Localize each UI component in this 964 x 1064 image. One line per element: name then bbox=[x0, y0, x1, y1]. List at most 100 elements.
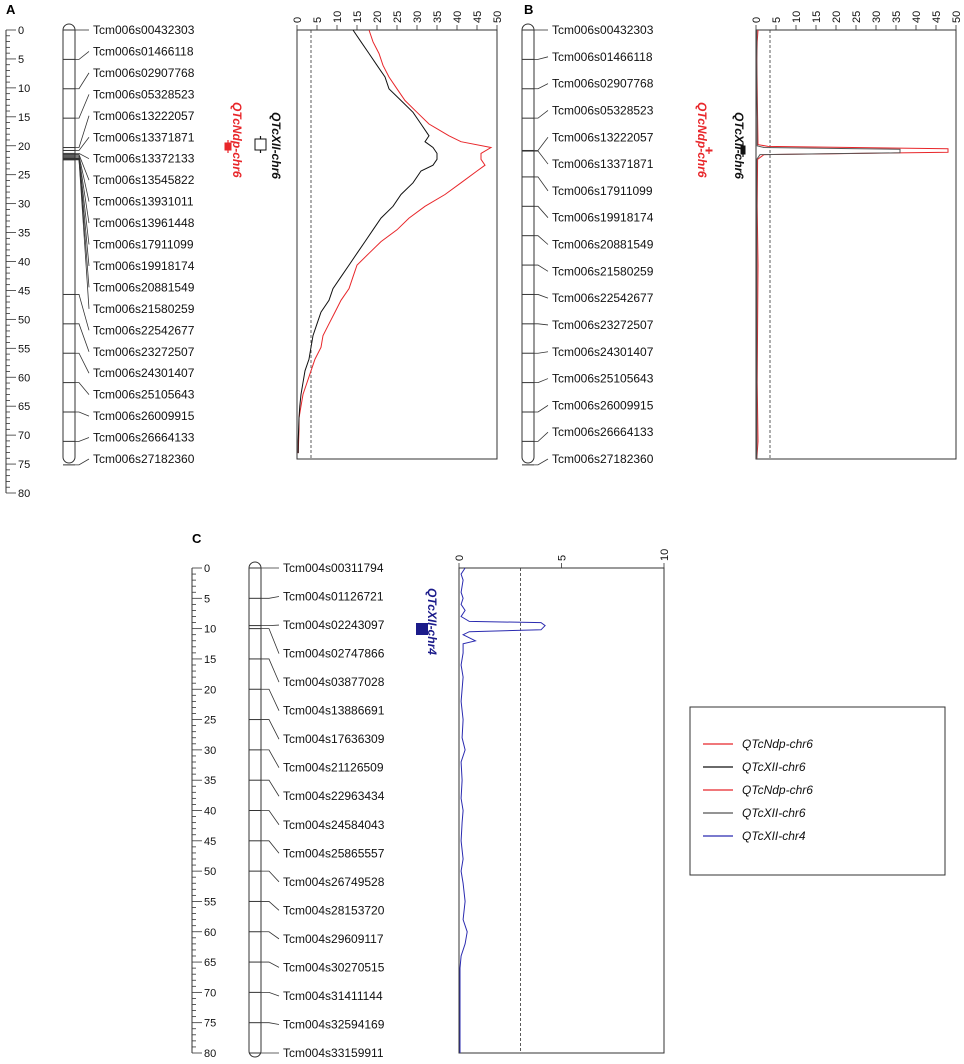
marker-label: Tcm006s05328523 bbox=[93, 87, 195, 101]
marker-label: Tcm006s20881549 bbox=[93, 280, 195, 294]
marker-connector bbox=[75, 382, 90, 395]
legend-label: QTcXII-chr6 bbox=[742, 806, 806, 820]
marker-label: Tcm006s13222057 bbox=[93, 109, 195, 123]
x-tick-label: 0 bbox=[292, 17, 304, 23]
x-tick-label: 5 bbox=[771, 17, 783, 23]
scale-tick-label: 25 bbox=[204, 715, 216, 727]
qtl-interval bbox=[740, 145, 746, 155]
chromosome-bar bbox=[62, 23, 76, 464]
marker-label: Tcm006s26664133 bbox=[552, 425, 654, 439]
marker-label: Tcm006s25105643 bbox=[93, 388, 195, 402]
marker-connector bbox=[534, 351, 549, 354]
qtl-label: QTcXII-chr6 bbox=[269, 112, 283, 179]
marker-connector bbox=[534, 264, 549, 272]
marker-connector bbox=[534, 323, 549, 326]
x-tick-label: 50 bbox=[951, 11, 963, 23]
legend: QTcNdp-chr6QTcXII-chr6QTcNdp-chr6QTcXII-… bbox=[689, 706, 946, 876]
marker-label: Tcm006s26664133 bbox=[93, 431, 195, 445]
x-tick-label: 25 bbox=[851, 11, 863, 23]
scale-tick-label: 15 bbox=[204, 654, 216, 666]
marker-connector bbox=[261, 779, 280, 797]
scale-tick-label: 0 bbox=[204, 563, 210, 575]
marker-label: Tcm004s28153720 bbox=[283, 903, 385, 917]
scale-tick-label: 35 bbox=[18, 228, 30, 240]
marker-label: Tcm006s22542677 bbox=[93, 323, 195, 337]
marker-label: Tcm006s19918174 bbox=[93, 259, 195, 273]
marker-label: Tcm006s21580259 bbox=[552, 264, 654, 278]
marker-connector bbox=[75, 158, 90, 266]
x-tick-label: 20 bbox=[831, 11, 843, 23]
marker-connector bbox=[261, 931, 280, 940]
marker-label: Tcm006s02907768 bbox=[552, 77, 654, 91]
marker-connector bbox=[75, 437, 90, 442]
x-tick-label: 50 bbox=[492, 11, 504, 23]
marker-label: Tcm006s02907768 bbox=[93, 66, 195, 80]
qtl-label: QTcXII-chr4 bbox=[425, 588, 439, 655]
marker-label: Tcm004s31411144 bbox=[283, 989, 383, 1003]
marker-label: Tcm004s24584043 bbox=[283, 818, 385, 832]
scale-tick-label: 15 bbox=[18, 112, 30, 124]
marker-label: Tcm006s13545822 bbox=[93, 173, 195, 187]
plot-frame bbox=[458, 567, 665, 1054]
marker-label: Tcm004s02243097 bbox=[283, 618, 385, 632]
x-tick-label: 5 bbox=[557, 555, 569, 561]
panel-c: 05101520253035404550556065707580Tcm004s0… bbox=[191, 549, 671, 1060]
panel-label-b: B bbox=[524, 2, 533, 17]
x-tick-label: 15 bbox=[811, 11, 823, 23]
marker-label: Tcm006s00432303 bbox=[93, 23, 195, 37]
marker-label: Tcm006s00432303 bbox=[552, 23, 654, 37]
marker-connector bbox=[534, 110, 549, 119]
scale-tick-label: 45 bbox=[204, 836, 216, 848]
marker-label: Tcm006s26009915 bbox=[552, 398, 654, 412]
x-tick-label: 10 bbox=[791, 11, 803, 23]
series-line-c-0 bbox=[459, 567, 546, 1053]
marker-label: Tcm006s27182360 bbox=[93, 452, 195, 466]
scale-tick-label: 80 bbox=[18, 488, 30, 500]
marker-label: Tcm006s24301407 bbox=[552, 345, 654, 359]
x-tick-label: 10 bbox=[659, 549, 671, 561]
scale-tick-label: 60 bbox=[204, 927, 216, 939]
marker-label: Tcm004s03877028 bbox=[283, 675, 385, 689]
marker-connector bbox=[75, 159, 90, 309]
qtl-label: QTcNdp-chr6 bbox=[230, 102, 244, 178]
scale-tick-label: 55 bbox=[18, 343, 30, 355]
scale-tick-label: 55 bbox=[204, 896, 216, 908]
series-line-b-1 bbox=[756, 30, 901, 459]
scale-tick-label: 10 bbox=[18, 83, 30, 95]
marker-connector bbox=[75, 411, 90, 417]
marker-connector bbox=[75, 115, 90, 148]
scale-tick-label: 70 bbox=[18, 430, 30, 442]
marker-label: Tcm004s21126509 bbox=[283, 761, 384, 775]
marker-connector bbox=[261, 810, 280, 825]
marker-connector bbox=[261, 596, 280, 599]
marker-connector bbox=[75, 458, 90, 466]
scale-tick-label: 65 bbox=[18, 401, 30, 413]
series-line-a-0 bbox=[297, 29, 493, 454]
scale-tick-label: 10 bbox=[204, 624, 216, 636]
marker-connector bbox=[261, 901, 280, 911]
marker-label: Tcm006s23272507 bbox=[552, 318, 654, 332]
x-tick-label: 0 bbox=[751, 17, 763, 23]
marker-label: Tcm006s17911099 bbox=[93, 238, 194, 252]
marker-connector bbox=[261, 749, 280, 768]
scale-tick-label: 20 bbox=[18, 141, 30, 153]
marker-connector bbox=[534, 294, 549, 299]
scale-tick-label: 30 bbox=[204, 745, 216, 757]
x-tick-label: 5 bbox=[312, 17, 324, 23]
marker-label: Tcm004s00311794 bbox=[283, 561, 384, 575]
marker-connector bbox=[75, 157, 90, 245]
x-tick-label: 45 bbox=[931, 11, 943, 23]
marker-label: Tcm006s13931011 bbox=[93, 195, 194, 209]
marker-label: Tcm004s17636309 bbox=[283, 732, 385, 746]
marker-connector bbox=[75, 156, 90, 224]
scale-tick-label: 80 bbox=[204, 1048, 216, 1060]
marker-connector bbox=[534, 137, 549, 151]
scale-tick-label: 40 bbox=[18, 257, 30, 269]
marker-label: Tcm004s02747866 bbox=[283, 647, 385, 661]
panel-label-c: C bbox=[192, 531, 202, 546]
marker-label: Tcm004s01126721 bbox=[283, 590, 384, 604]
panel-b: Tcm006s00432303Tcm006s01466118Tcm006s029… bbox=[521, 11, 963, 466]
scale-tick-label: 40 bbox=[204, 806, 216, 818]
marker-label: Tcm006s24301407 bbox=[93, 366, 195, 380]
scale-tick-label: 50 bbox=[18, 314, 30, 326]
